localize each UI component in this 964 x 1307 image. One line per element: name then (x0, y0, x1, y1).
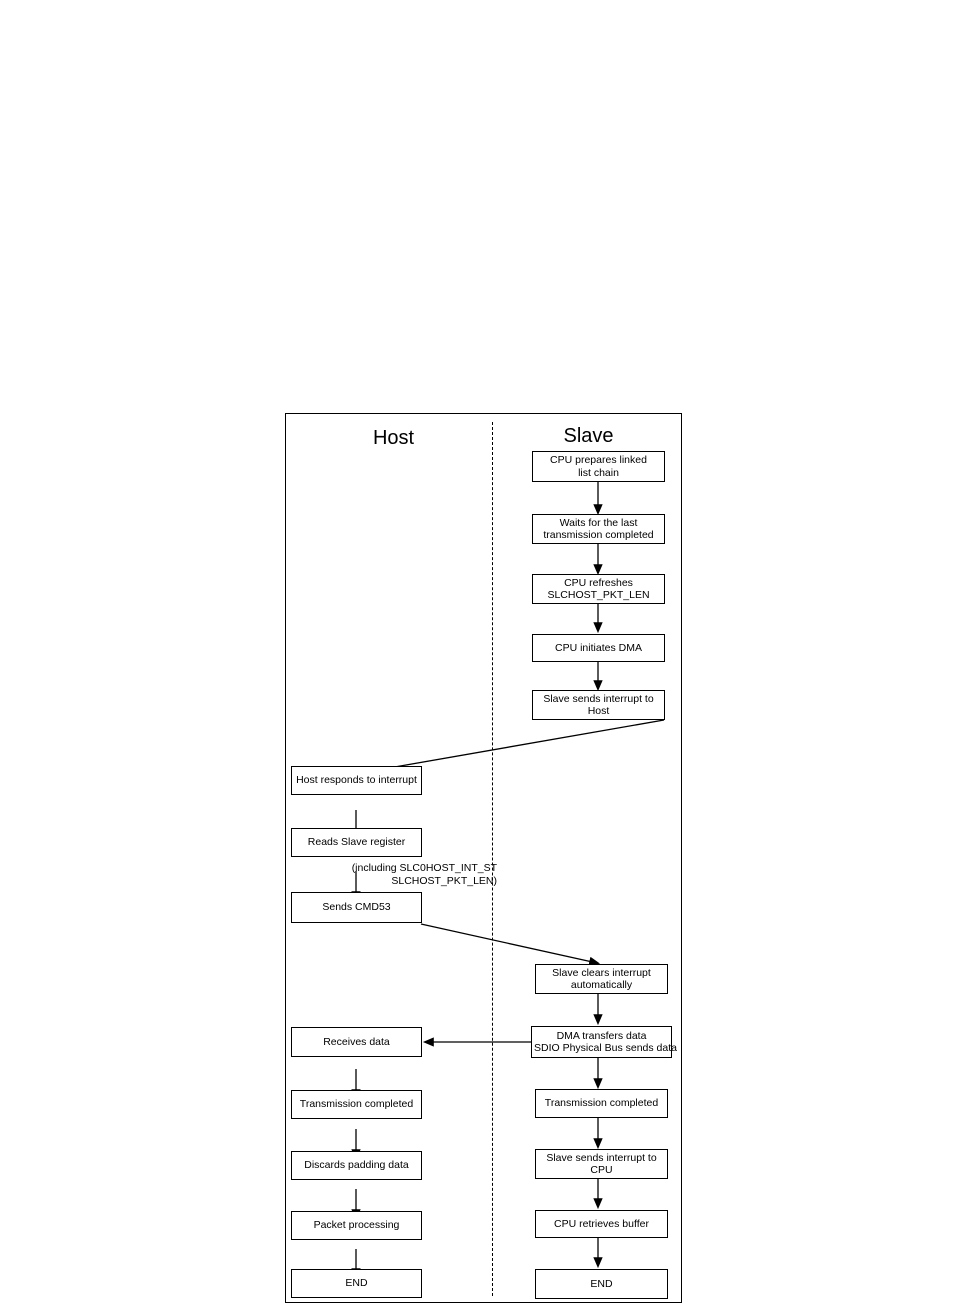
node-reads-slave-register[interactable]: Reads Slave register (291, 828, 422, 857)
node-slave-sends-interrupt-to-cpu[interactable]: Slave sends interrupt to CPU (535, 1149, 668, 1179)
node-host-end[interactable]: END (291, 1269, 422, 1298)
node-line-1: CPU refreshes (564, 576, 633, 589)
node-dma-transfers-data[interactable]: DMA transfers data SDIO Physical Bus sen… (531, 1026, 677, 1058)
node-cpu-retrieves-buffer[interactable]: CPU retrieves buffer (535, 1210, 668, 1238)
node-line-1: Packet processing (313, 1219, 400, 1232)
node-receives-data[interactable]: Receives data (291, 1027, 422, 1057)
node-cpu-initiates-dma[interactable]: CPU initiates DMA (532, 634, 665, 662)
lane-title-host: Host (372, 427, 415, 449)
node-line-1: Sends CMD53 (322, 901, 391, 914)
node-slave-end[interactable]: END (535, 1269, 668, 1299)
annotation-reads-slave-register-note: (including SLC0HOST_INT_ST SLCHOST_PKT_L… (344, 862, 497, 888)
node-line-1: END (590, 1277, 613, 1290)
node-host-transmission-completed[interactable]: Transmission completed (291, 1090, 422, 1119)
node-line-2: list chain (578, 466, 619, 479)
node-line-1: Discards padding data (304, 1159, 409, 1172)
flowchart-frame: Host Slave (285, 413, 682, 1303)
node-line-1: Receives data (323, 1035, 390, 1048)
node-line-1: Transmission completed (544, 1097, 659, 1110)
node-line-1: CPU retrieves buffer (554, 1217, 649, 1230)
node-cpu-refreshes-slchost-pkt-len[interactable]: CPU refreshes SLCHOST_PKT_LEN (532, 574, 665, 604)
node-line-2: CPU (590, 1164, 613, 1176)
node-line-2: SDIO Physical Bus sends data (534, 1042, 677, 1054)
annotation-line-1: (including SLC0HOST_INT_ST (351, 862, 497, 874)
node-line-1: END (345, 1277, 368, 1290)
node-packet-processing[interactable]: Packet processing (291, 1211, 422, 1240)
node-line-1: Slave sends interrupt to (546, 1151, 657, 1164)
node-line-2: SLCHOST_PKT_LEN (547, 589, 650, 601)
node-line-2: Host (587, 705, 610, 717)
annotation-line-2: SLCHOST_PKT_LEN) (391, 875, 497, 887)
node-line-1: CPU prepares linked (550, 454, 647, 466)
node-slave-transmission-completed[interactable]: Transmission completed (535, 1089, 668, 1118)
node-line-1: CPU initiates DMA (555, 641, 642, 654)
node-line-1: Slave sends interrupt to (543, 692, 654, 705)
node-line-2: transmission completed (543, 529, 654, 541)
node-host-responds-to-interrupt[interactable]: Host responds to interrupt (291, 766, 422, 795)
node-line-1: Reads Slave register (307, 836, 406, 849)
node-sends-cmd53[interactable]: Sends CMD53 (291, 892, 422, 923)
node-line-1: Host responds to interrupt (296, 774, 417, 787)
node-line-1: Waits for the last (559, 516, 638, 529)
lane-title-slave: Slave (563, 425, 614, 447)
node-cpu-prepares-linked-list-chain[interactable]: CPU prepares linked list chain (532, 451, 665, 482)
node-slave-clears-interrupt-automatically[interactable]: Slave clears interrupt automatically (535, 964, 668, 994)
node-discards-padding-data[interactable]: Discards padding data (291, 1151, 422, 1180)
lane-divider-dashed-line (492, 422, 493, 1296)
node-line-1: Transmission completed (299, 1098, 414, 1111)
node-line-2: automatically (570, 979, 633, 991)
node-waits-for-last-transmission-completed[interactable]: Waits for the last transmission complete… (532, 514, 665, 544)
node-line-1: Slave clears interrupt (552, 966, 651, 979)
node-line-1: DMA transfers data (556, 1029, 647, 1042)
node-slave-sends-interrupt-to-host[interactable]: Slave sends interrupt to Host (532, 690, 665, 720)
